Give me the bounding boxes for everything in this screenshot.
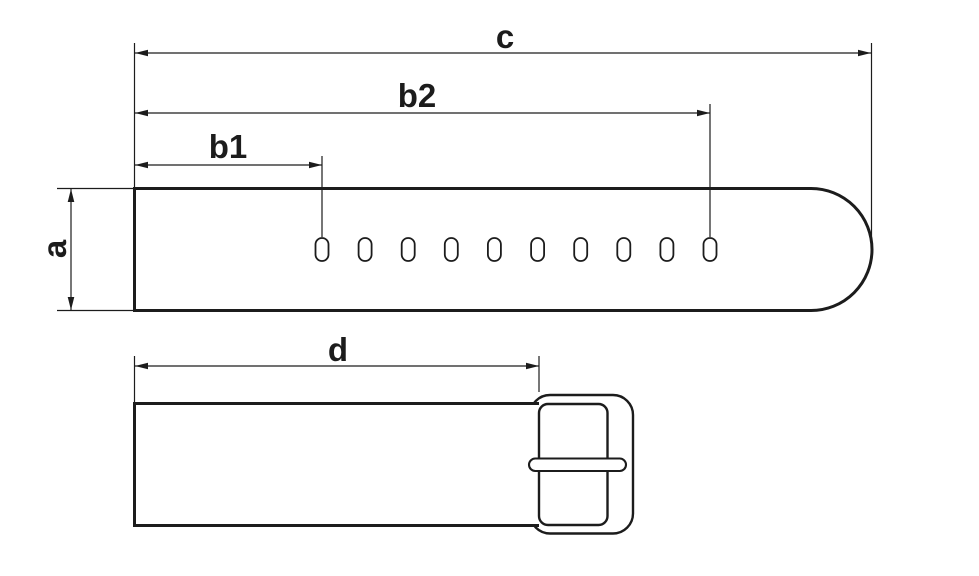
top-strap <box>133 187 874 312</box>
strap-hole <box>616 237 632 262</box>
arrowhead-up <box>67 189 75 202</box>
top-strap-outline <box>133 187 874 312</box>
dimension-label-d: d <box>328 331 348 368</box>
dimension-label-c: c <box>496 18 514 55</box>
arrowhead-right <box>858 49 871 57</box>
dimension-label-b2: b2 <box>398 77 437 114</box>
dimension-b1: b1 <box>135 128 323 237</box>
arrowhead-left <box>135 49 148 57</box>
strap-holes <box>314 237 718 262</box>
dimension-label-b1: b1 <box>209 128 248 165</box>
bottom-strap-assembly <box>133 393 635 535</box>
strap-hole <box>702 237 718 262</box>
dimension-c: c <box>133 18 873 253</box>
buckle-prong <box>527 457 628 473</box>
strap-hole <box>443 237 459 262</box>
arrowhead-left <box>135 362 148 370</box>
strap-hole <box>314 237 330 262</box>
arrowhead-right <box>526 362 539 370</box>
strap-hole <box>659 237 675 262</box>
strap-hole <box>573 237 589 262</box>
strap-hole <box>530 237 545 262</box>
strap-hole <box>357 237 373 262</box>
arrowhead-right <box>309 161 322 169</box>
dimension-d: d <box>133 331 540 402</box>
arrowhead-right <box>697 109 710 117</box>
dimension-b2: b2 <box>135 77 711 237</box>
arrowhead-left <box>135 109 148 117</box>
bottom-strap-outline <box>133 402 539 527</box>
arrowhead-left <box>135 161 148 169</box>
strap-hole <box>486 237 502 262</box>
strap-hole <box>400 237 416 262</box>
arrowhead-down <box>67 297 75 310</box>
dimension-a: a <box>36 187 133 312</box>
dimension-label-a: a <box>36 239 73 258</box>
